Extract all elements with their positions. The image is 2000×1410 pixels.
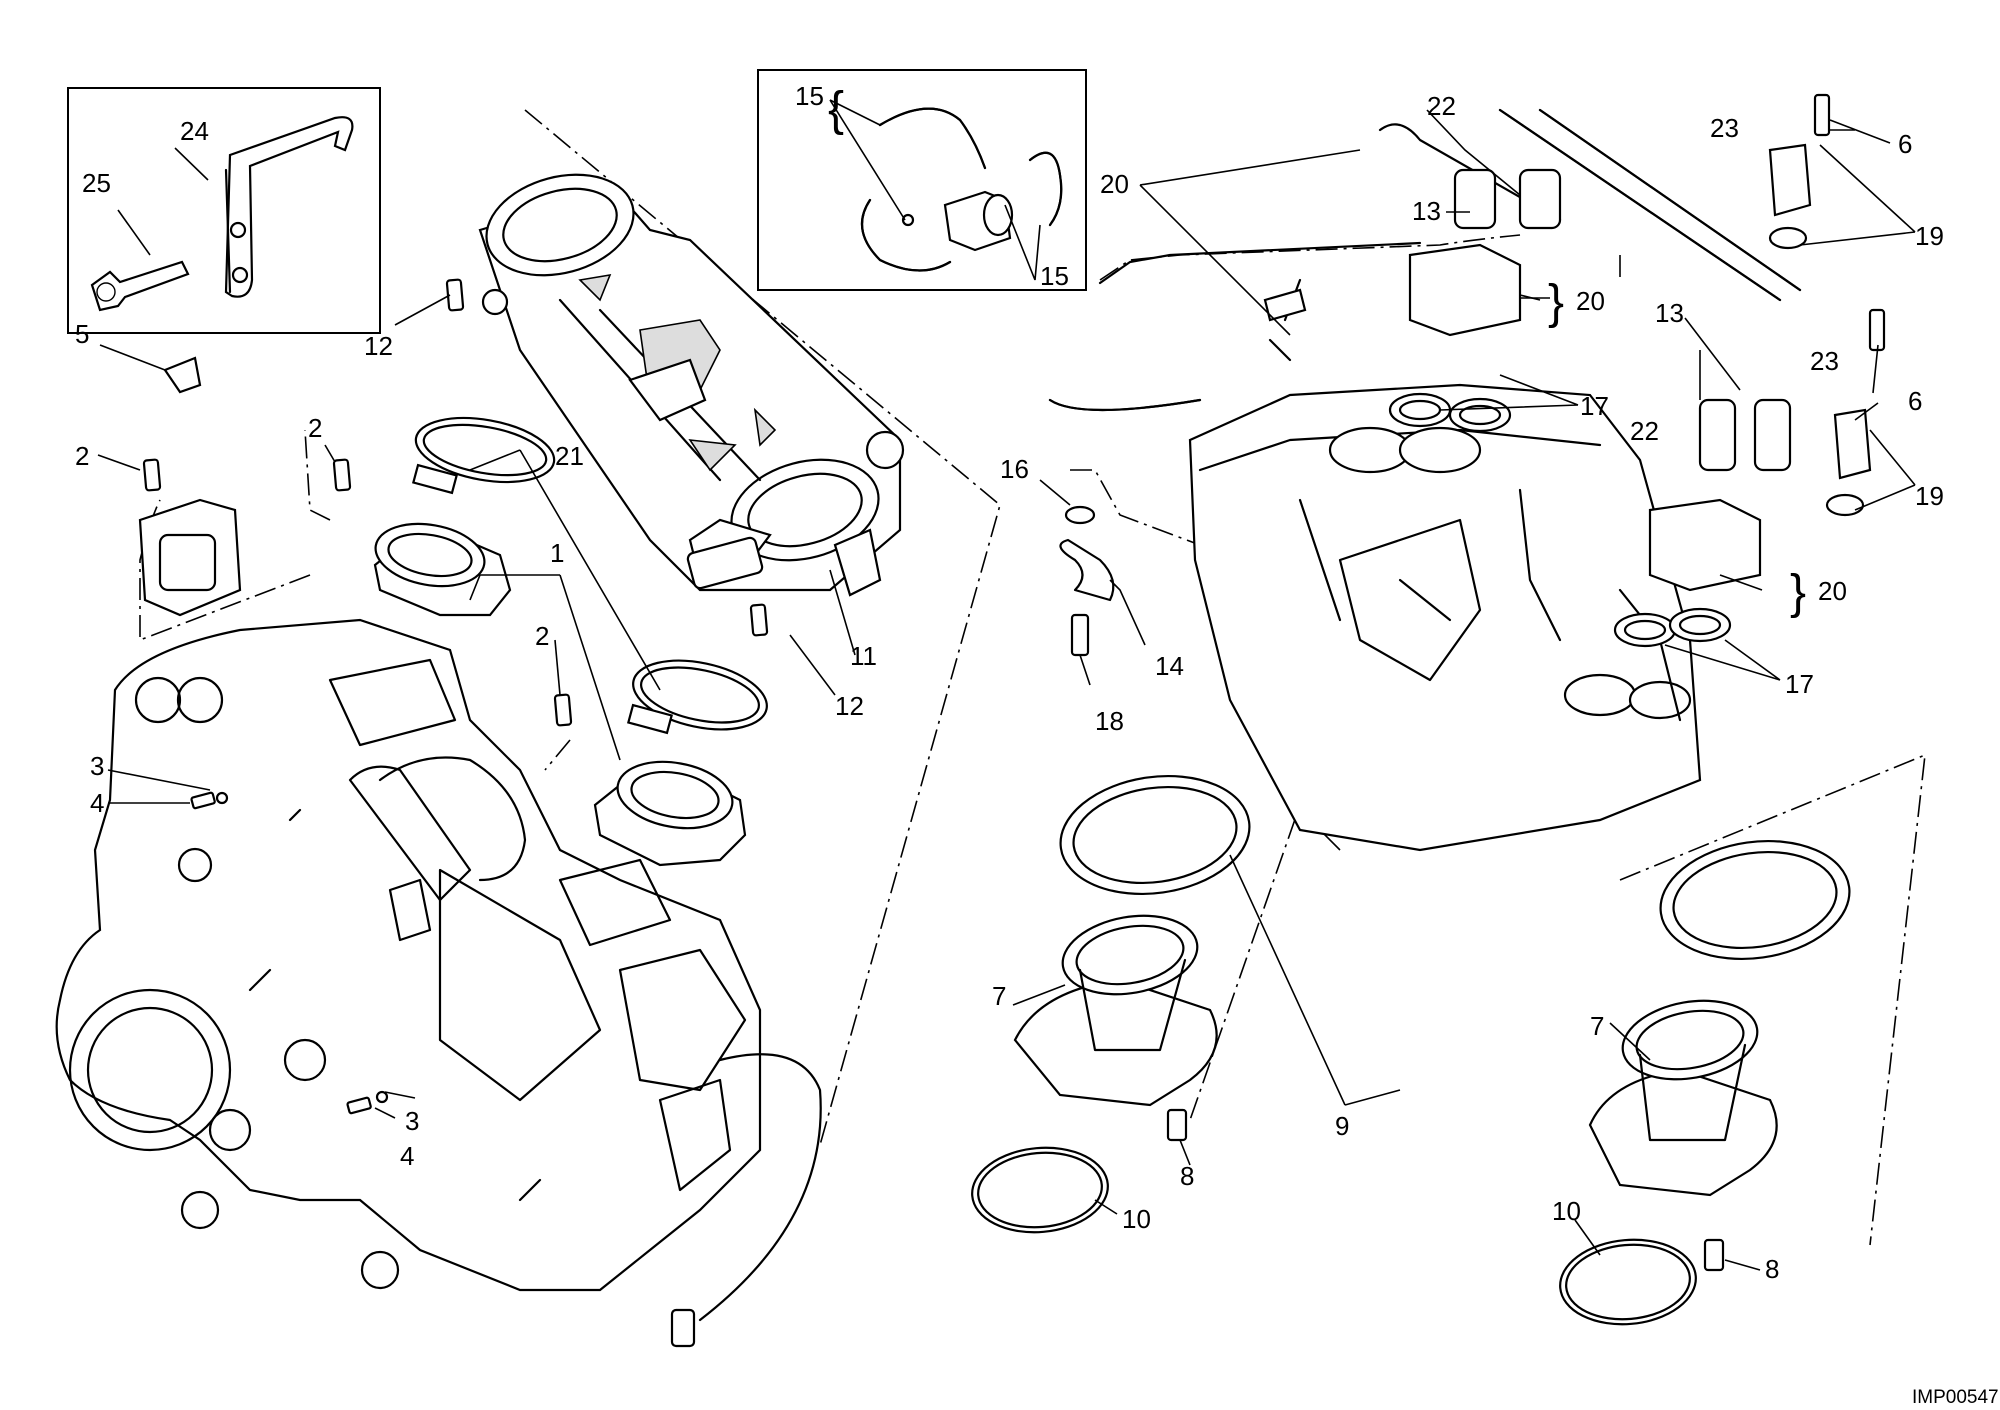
callout-9: 9 — [1335, 1111, 1349, 1141]
callout-8b: 8 — [1765, 1254, 1779, 1284]
callout-20a: 20 — [1100, 169, 1129, 199]
callout-22a: 22 — [1427, 91, 1456, 121]
callout-2c: 2 — [535, 621, 549, 651]
intake-flanges — [373, 522, 747, 867]
fuel-rail — [1048, 108, 1802, 648]
callout-5: 5 — [75, 319, 89, 349]
callout-10b: 10 — [1552, 1196, 1581, 1226]
callout-7b: 7 — [1590, 1011, 1604, 1041]
callout-20c: 20 — [1818, 576, 1847, 606]
callout-18: 18 — [1095, 706, 1124, 736]
callout-6b: 6 — [1908, 386, 1922, 416]
fasteners-right — [1059, 93, 1886, 1272]
callout-15b: 15 — [1040, 261, 1069, 291]
callout-13b: 13 — [1655, 298, 1684, 328]
callout-4b: 4 — [400, 1141, 414, 1171]
fasteners-left — [142, 278, 769, 1115]
callout-2a: 2 — [75, 441, 89, 471]
callout-17a: 17 — [1580, 391, 1609, 421]
airbox — [1098, 241, 1702, 852]
inset-bracket — [67, 87, 381, 334]
engine-block — [55, 618, 822, 1348]
callout-25: 25 — [82, 168, 111, 198]
diagram-code: IMP00547 — [1912, 1387, 1999, 1408]
callout-16: 16 — [1000, 454, 1029, 484]
brace-15: } — [828, 89, 844, 142]
callout-3a: 3 — [90, 751, 104, 781]
callout-1: 1 — [550, 538, 564, 568]
callout-2b: 2 — [308, 413, 322, 443]
callout-3b: 3 — [405, 1106, 419, 1136]
callout-20b: 20 — [1576, 286, 1605, 316]
callout-19a: 19 — [1915, 221, 1944, 251]
intake-funnels — [971, 774, 1851, 1326]
callout-21: 21 — [555, 441, 584, 471]
callout-12b: 12 — [835, 691, 864, 721]
leader-lines — [97, 99, 1916, 1271]
callout-4a: 4 — [90, 788, 104, 818]
callout-15a: 15 — [795, 81, 824, 111]
callout-14: 14 — [1155, 651, 1184, 681]
callout-7a: 7 — [992, 981, 1006, 1011]
callout-8a: 8 — [1180, 1161, 1194, 1191]
callout-23b: 23 — [1810, 346, 1839, 376]
callout-11: 11 — [850, 641, 877, 671]
throttle-body — [478, 173, 905, 597]
gasket-plate — [138, 356, 242, 617]
clamps — [412, 416, 768, 735]
callout-10a: 10 — [1122, 1204, 1151, 1234]
callout-17b: 17 — [1785, 669, 1814, 699]
callout-12a: 12 — [364, 331, 393, 361]
callout-6a: 6 — [1898, 129, 1912, 159]
callout-19b: 19 — [1915, 481, 1944, 511]
callout-23a: 23 — [1710, 113, 1739, 143]
brace-20b: } — [1790, 566, 1806, 619]
brace-20a: } — [1548, 276, 1564, 329]
callouts: 24 25 5 2 2 2 3 4 3 4 1 12 21 11 12 15 1… — [75, 81, 1944, 1284]
callout-13a: 13 — [1412, 196, 1441, 226]
callout-24: 24 — [180, 116, 209, 146]
callout-22b: 22 — [1630, 416, 1659, 446]
